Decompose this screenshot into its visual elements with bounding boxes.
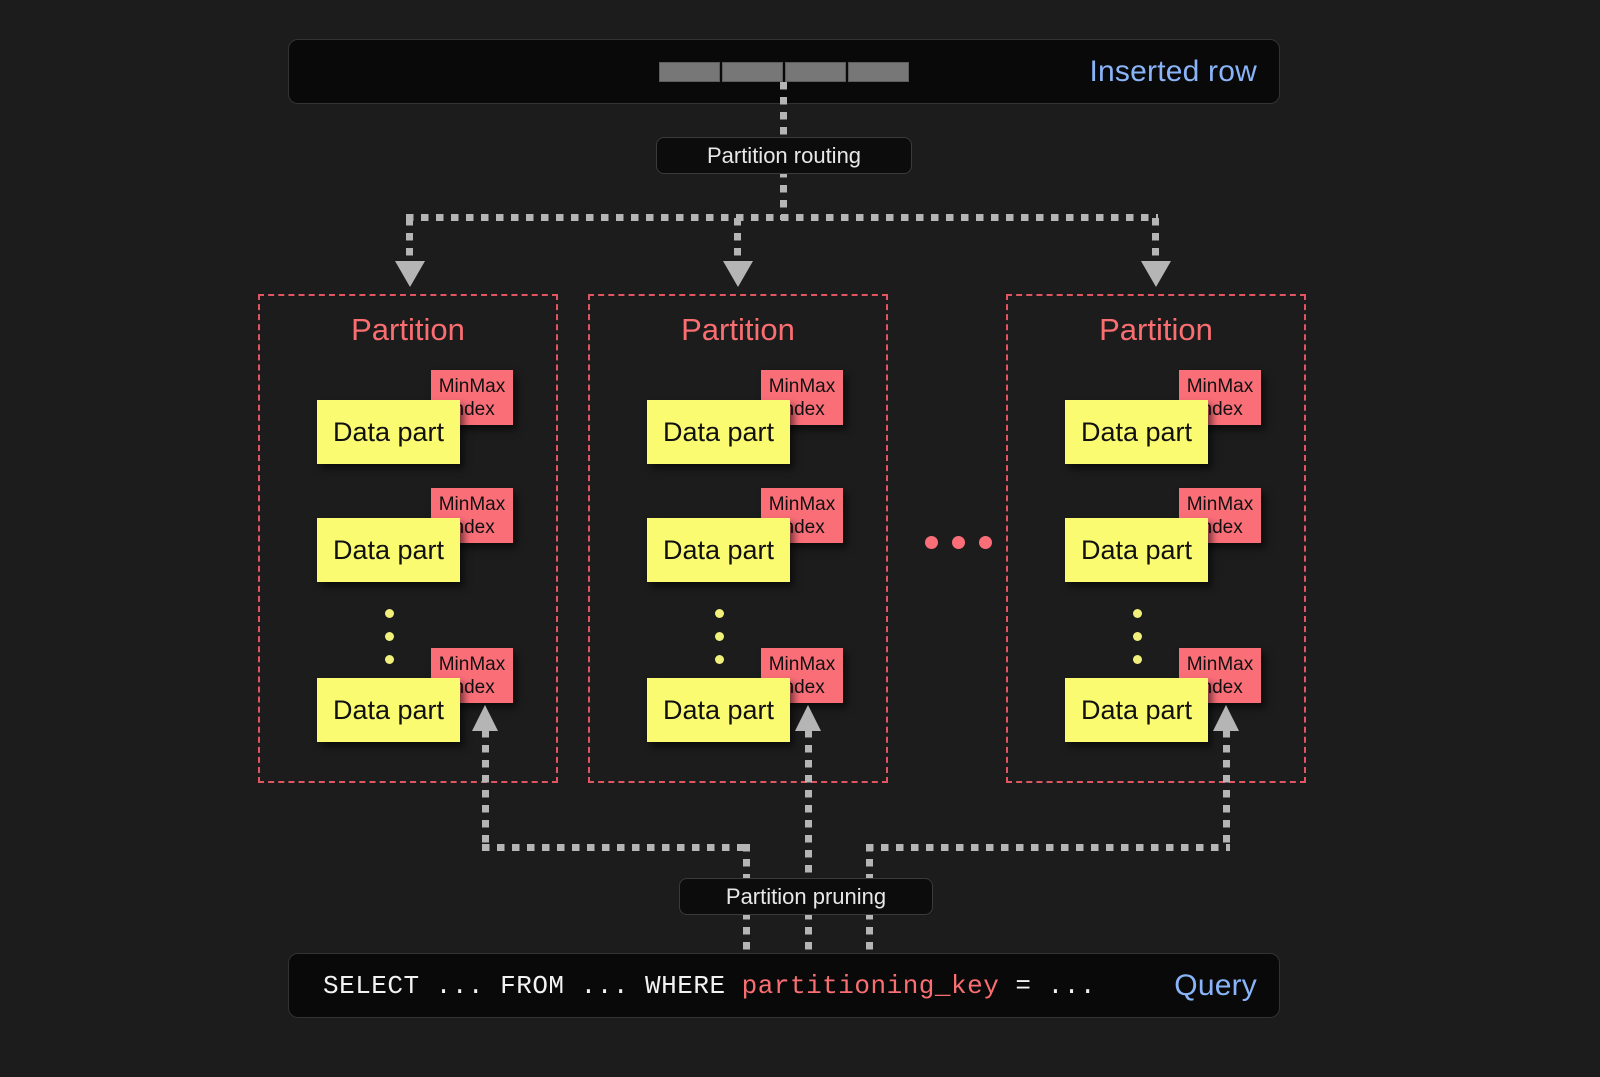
- ellipsis-dot: [925, 536, 938, 549]
- ellipsis-dot: [1133, 609, 1142, 618]
- ellipsis-dot: [385, 609, 394, 618]
- arrow-up-partition-1: [472, 705, 498, 731]
- query-text: SELECT ... FROM ... WHERE partitioning_k…: [323, 971, 1096, 1001]
- arrow-up-partition-3: [1213, 705, 1239, 731]
- routing-bus-line: [406, 214, 1158, 221]
- connector-pruning-to-query-2: [805, 912, 812, 956]
- partition-title: Partition: [351, 312, 465, 347]
- ellipsis-dot: [979, 536, 992, 549]
- data-part-box: Data part: [317, 400, 460, 464]
- ellipsis-dot: [715, 609, 724, 618]
- query-bar: SELECT ... FROM ... WHERE partitioning_k…: [288, 953, 1280, 1018]
- arrow-up-partition-2: [795, 705, 821, 731]
- vertical-ellipsis: [715, 609, 724, 678]
- pruning-return-line-3: [866, 844, 1230, 851]
- connector-routing-to-bus: [780, 170, 787, 220]
- connector-pruning-to-query-1: [743, 912, 750, 956]
- row-cell: [848, 61, 909, 82]
- data-part-box: Data part: [317, 518, 460, 582]
- ellipsis-dot: [1133, 632, 1142, 641]
- connector-bus-to-partition-3: [1152, 218, 1159, 264]
- connector-pruning-to-query-3: [866, 912, 873, 956]
- connector-row-to-routing: [780, 82, 787, 144]
- query-prefix: SELECT ... FROM ... WHERE: [323, 970, 742, 1001]
- vertical-ellipsis: [385, 609, 394, 678]
- data-part-box: Data part: [647, 400, 790, 464]
- ellipsis-dot: [952, 536, 965, 549]
- row-cell: [659, 61, 720, 82]
- horizontal-ellipsis: [925, 536, 992, 549]
- inserted-row-cells: [659, 61, 909, 82]
- data-part-box: Data part: [1065, 518, 1208, 582]
- connector-partition-1-to-pruning: [482, 730, 489, 847]
- data-part-box: Data part: [647, 518, 790, 582]
- ellipsis-dot: [385, 655, 394, 664]
- connector-return-1-down: [743, 844, 750, 884]
- inserted-row-label: Inserted row: [1089, 54, 1257, 88]
- data-part-box: Data part: [647, 678, 790, 742]
- data-part-box: Data part: [1065, 678, 1208, 742]
- query-label: Query: [1174, 968, 1257, 1002]
- row-cell: [722, 61, 783, 82]
- connector-return-3-down: [866, 844, 873, 884]
- query-highlight-partitioning-key: partitioning_key: [741, 970, 1000, 1001]
- arrow-down-partition-1: [395, 261, 425, 287]
- connector-partition-2-to-pruning: [805, 730, 812, 884]
- vertical-ellipsis: [1133, 609, 1142, 678]
- row-cell: [785, 61, 846, 82]
- ellipsis-dot: [715, 632, 724, 641]
- arrow-down-partition-3: [1141, 261, 1171, 287]
- pruning-return-line-1: [482, 844, 747, 851]
- partition-routing-pill[interactable]: Partition routing: [656, 137, 912, 174]
- ellipsis-dot: [385, 632, 394, 641]
- ellipsis-dot: [715, 655, 724, 664]
- partition-title: Partition: [1099, 312, 1213, 347]
- connector-bus-to-partition-2: [734, 218, 741, 264]
- data-part-box: Data part: [317, 678, 460, 742]
- data-part-box: Data part: [1065, 400, 1208, 464]
- connector-bus-to-partition-1: [406, 218, 413, 264]
- query-suffix: = ...: [999, 970, 1096, 1001]
- arrow-down-partition-2: [723, 261, 753, 287]
- ellipsis-dot: [1133, 655, 1142, 664]
- partition-pruning-pill[interactable]: Partition pruning: [679, 878, 933, 915]
- connector-partition-3-to-pruning: [1223, 730, 1230, 847]
- partition-title: Partition: [681, 312, 795, 347]
